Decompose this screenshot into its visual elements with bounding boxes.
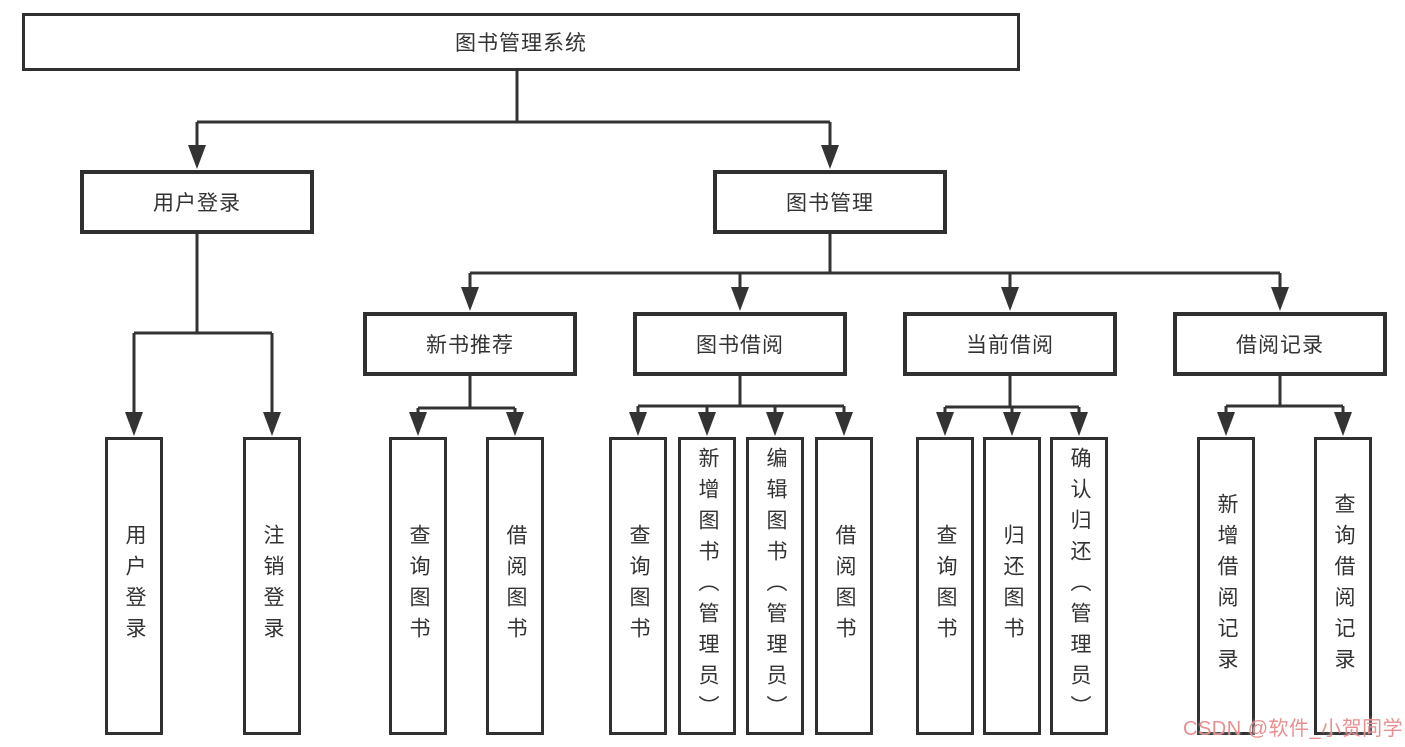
node-cb-confirm-return-admin: 确认归还（管理员） (1050, 437, 1108, 735)
node-new-book-recommend: 新书推荐 (363, 312, 577, 376)
node-nb-query-book: 查询图书 (389, 437, 447, 735)
node-user-login: 用户登录 (105, 437, 163, 735)
node-current-borrowing: 当前借阅 (903, 312, 1117, 376)
node-book-management: 图书管理 (713, 170, 947, 234)
node-br-add-record: 新增借阅记录 (1197, 437, 1255, 735)
node-cb-return-book: 归还图书 (983, 437, 1041, 735)
node-library-management-system: 图书管理系统 (22, 13, 1020, 71)
node-bb-borrow-book: 借阅图书 (815, 437, 873, 735)
node-logout: 注销登录 (243, 437, 301, 735)
arrowhead-icons (125, 145, 1352, 436)
node-user-login-section: 用户登录 (80, 170, 314, 234)
node-bb-add-book-admin: 新增图书（管理员） (678, 437, 736, 735)
node-borrowing-records: 借阅记录 (1173, 312, 1387, 376)
node-cb-query-book: 查询图书 (916, 437, 974, 735)
node-book-borrowing: 图书借阅 (633, 312, 847, 376)
csdn-watermark: CSDN @软件_小贺同学 (1183, 718, 1404, 740)
tree-edges (132, 71, 1345, 416)
node-nb-borrow-book: 借阅图书 (486, 437, 544, 735)
node-bb-query-book: 查询图书 (609, 437, 667, 735)
node-bb-edit-book-admin: 编辑图书（管理员） (746, 437, 804, 735)
node-br-query-record: 查询借阅记录 (1314, 437, 1372, 735)
